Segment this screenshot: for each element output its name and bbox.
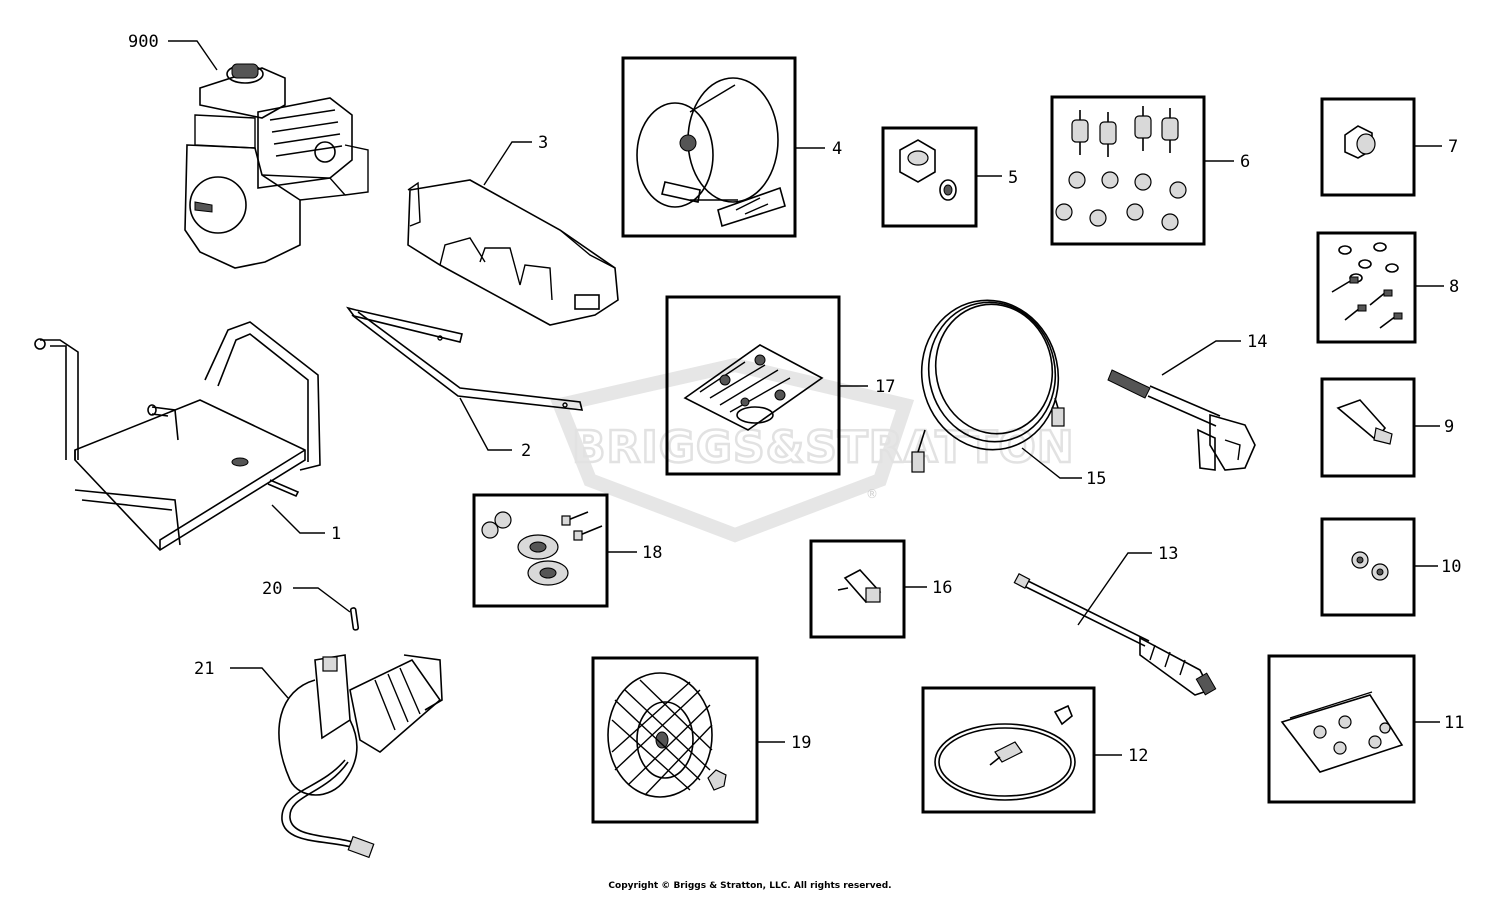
part-7-plug[interactable] (1344, 125, 1376, 159)
box-6 (1050, 95, 1206, 246)
watermark-logo: BRIGGS&STRATTON ® (550, 357, 1075, 543)
label-21[interactable]: 21 (194, 659, 214, 679)
part-13-wand[interactable] (1013, 572, 1217, 696)
box-8 (1316, 231, 1417, 344)
box-4 (621, 56, 797, 238)
leader-1 (271, 504, 325, 534)
part-15-hose[interactable] (908, 288, 1072, 473)
label-9[interactable]: 9 (1444, 417, 1454, 437)
part-8-screws-washers[interactable] (1331, 242, 1403, 329)
watermark-text: BRIGGS&STRATTON (572, 422, 1075, 473)
part-18-hardware[interactable] (481, 511, 603, 586)
label-7[interactable]: 7 (1448, 137, 1458, 157)
leader-2 (459, 397, 512, 451)
part-4-hose-reel[interactable] (636, 77, 786, 228)
label-900[interactable]: 900 (128, 32, 159, 52)
box-10 (1320, 517, 1416, 617)
box-16 (809, 539, 906, 639)
label-10[interactable]: 10 (1441, 557, 1461, 577)
part-17-decals[interactable] (683, 344, 824, 431)
label-8[interactable]: 8 (1449, 277, 1459, 297)
label-6[interactable]: 6 (1240, 152, 1250, 172)
part-5-fittings[interactable] (899, 139, 957, 201)
copyright-notice: Copyright © Briggs & Stratton, LLC. All … (608, 881, 892, 891)
part-20-pin[interactable] (349, 607, 360, 631)
part-12-oring-kit[interactable] (934, 704, 1076, 801)
part-16-fitting[interactable] (837, 569, 882, 604)
part-14-spray-gun[interactable] (1107, 369, 1256, 471)
part-9-nozzle[interactable] (1336, 399, 1393, 445)
box-7 (1320, 97, 1416, 197)
label-4[interactable]: 4 (832, 139, 842, 159)
label-18[interactable]: 18 (642, 543, 662, 563)
label-2[interactable]: 2 (521, 441, 531, 461)
label-5[interactable]: 5 (1008, 168, 1018, 188)
part-2-rod[interactable] (346, 306, 584, 411)
label-1[interactable]: 1 (331, 524, 341, 544)
label-19[interactable]: 19 (791, 733, 811, 753)
leader-21 (230, 667, 289, 699)
box-18 (472, 493, 609, 608)
label-20[interactable]: 20 (262, 579, 282, 599)
box-5 (881, 126, 978, 228)
box-12 (921, 686, 1096, 814)
label-3[interactable]: 3 (538, 133, 548, 153)
label-13[interactable]: 13 (1158, 544, 1178, 564)
label-14[interactable]: 14 (1247, 332, 1267, 352)
part-6-mounts-nuts[interactable] (1055, 106, 1187, 231)
part-19-wheel[interactable] (607, 672, 727, 798)
box-9 (1320, 377, 1416, 478)
part-3-cover[interactable] (407, 179, 619, 326)
part-21-pump[interactable] (278, 654, 443, 859)
label-11[interactable]: 11 (1444, 713, 1464, 733)
leader-14 (1161, 340, 1241, 376)
label-12[interactable]: 12 (1128, 746, 1148, 766)
leader-15 (1021, 447, 1082, 479)
box-11 (1267, 654, 1416, 804)
label-15[interactable]: 15 (1086, 469, 1106, 489)
leader-20 (293, 587, 351, 613)
leader-13 (1077, 552, 1152, 626)
label-17[interactable]: 17 (875, 377, 895, 397)
leader-3 (483, 141, 532, 186)
part-1-frame[interactable] (34, 321, 321, 552)
box-19 (591, 656, 759, 824)
leader-900 (168, 40, 218, 71)
watermark-registered: ® (866, 487, 878, 501)
label-16[interactable]: 16 (932, 578, 952, 598)
part-10-caps[interactable] (1351, 551, 1389, 581)
part-900-engine[interactable] (184, 63, 369, 269)
part-11-nozzle-kit[interactable] (1280, 691, 1404, 773)
